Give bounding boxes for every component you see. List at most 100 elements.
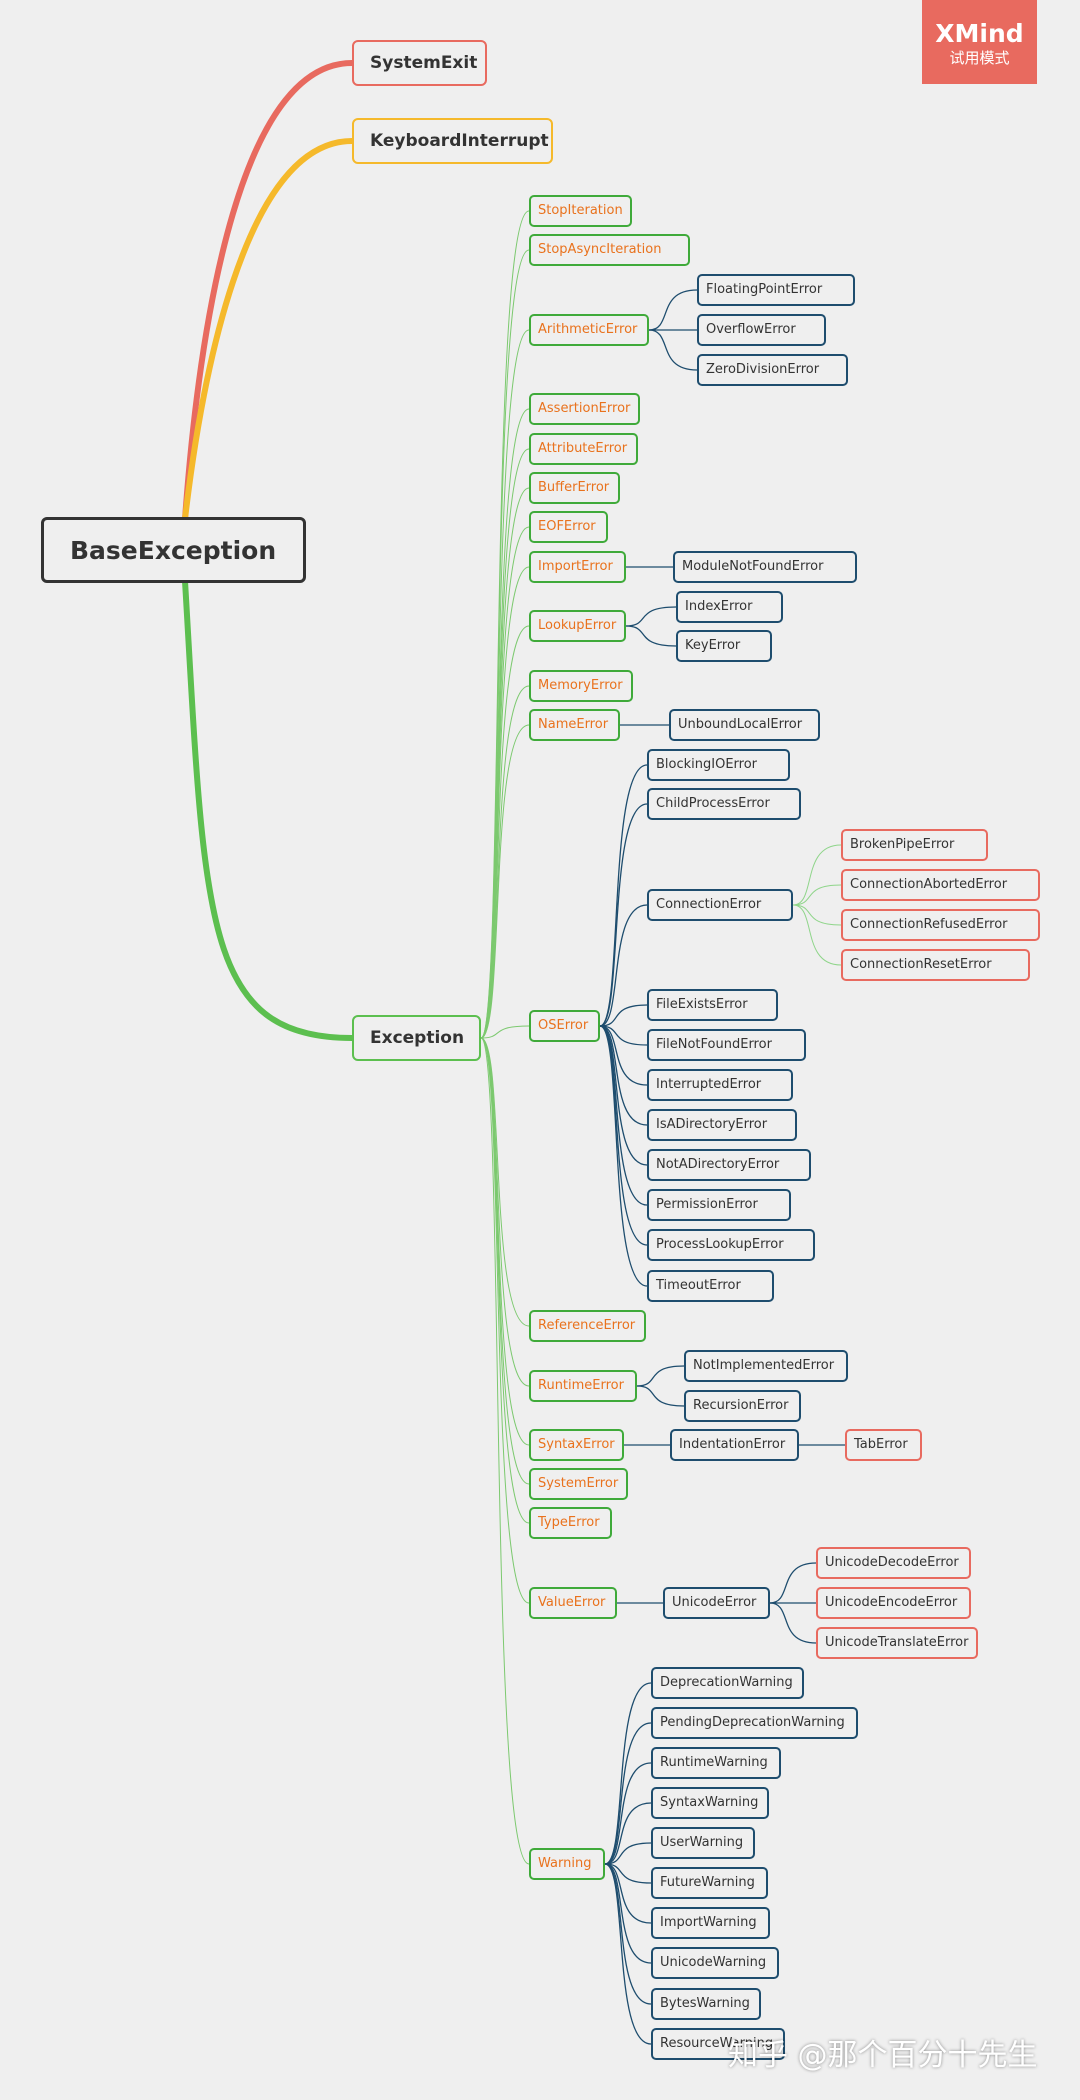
node-stopiteration[interactable]: StopIteration [529,195,632,227]
node-unicodewarning[interactable]: UnicodeWarning [651,1947,779,1979]
link-root-keyboardinterrupt [182,138,353,520]
link-exception-attributeerror [480,448,530,1039]
node-runtimewarning[interactable]: RuntimeWarning [651,1747,781,1779]
node-runtimeerror[interactable]: RuntimeError [529,1370,637,1402]
link-exception-valueerror [480,1037,530,1604]
node-typeerror[interactable]: TypeError [529,1507,612,1539]
node-deprecationwarning[interactable]: DeprecationWarning [651,1667,804,1699]
node-baseexception[interactable]: BaseException [41,517,306,583]
link-warning-importwarning [604,1863,652,1924]
link-runtimeerror-notimplementederror [636,1365,685,1387]
node-memoryerror[interactable]: MemoryError [529,670,633,702]
node-notimplementederror[interactable]: NotImplementedError [684,1350,848,1382]
node-referenceerror[interactable]: ReferenceError [529,1310,646,1342]
node-importerror[interactable]: ImportError [529,551,626,583]
link-root-exception [182,580,353,1041]
node-systemexit[interactable]: SystemExit [352,40,487,86]
node-unicodeencodeerror[interactable]: UnicodeEncodeError [816,1587,971,1619]
link-exception-typeerror [480,1037,530,1524]
link-connectionerror-connectionabortederror [792,884,842,906]
node-floatingpointerror[interactable]: FloatingPointError [697,274,855,306]
brand-subtitle: 试用模式 [949,49,1010,67]
link-exception-nameerror [480,724,530,1039]
node-keyerror[interactable]: KeyError [676,630,772,662]
xmind-trial-badge: XMind 试用模式 [922,0,1037,84]
link-exception-memoryerror [480,685,530,1039]
node-stopasynciteration[interactable]: StopAsyncIteration [529,234,690,266]
node-valueerror[interactable]: ValueError [529,1587,617,1619]
node-assertionerror[interactable]: AssertionError [529,393,640,425]
node-byteswarning[interactable]: BytesWarning [651,1988,761,2020]
node-connectionabortederror[interactable]: ConnectionAbortedError [841,869,1040,901]
node-connectionrefusederror[interactable]: ConnectionRefusedError [841,909,1040,941]
node-userwarning[interactable]: UserWarning [651,1827,755,1859]
link-oserror-connectionerror [599,904,648,1027]
node-arithmeticerror[interactable]: ArithmeticError [529,314,649,346]
node-indexerror[interactable]: IndexError [676,591,783,623]
link-warning-pendingdeprecationwarning [604,1722,652,1865]
link-oserror-blockingioerror [599,764,648,1027]
node-filenotfounderror[interactable]: FileNotFoundError [647,1029,806,1061]
node-keyboardinterrupt[interactable]: KeyboardInterrupt [352,118,553,164]
link-exception-stopiteration [480,210,530,1039]
node-notadirectoryerror[interactable]: NotADirectoryError [647,1149,811,1181]
node-pendingdeprecationwarning[interactable]: PendingDeprecationWarning [651,1707,858,1739]
node-brokenpipeerror[interactable]: BrokenPipeError [841,829,988,861]
node-permissionerror[interactable]: PermissionError [647,1189,791,1221]
node-lookuperror[interactable]: LookupError [529,610,626,642]
link-connectionerror-brokenpipeerror [792,844,842,906]
node-attributeerror[interactable]: AttributeError [529,433,638,465]
node-nameerror[interactable]: NameError [529,709,620,741]
node-recursionerror[interactable]: RecursionError [684,1390,801,1422]
link-exception-lookuperror [480,625,530,1039]
link-exception-oserror [480,1025,530,1039]
node-interruptederror[interactable]: InterruptedError [647,1069,793,1101]
node-eoferror[interactable]: EOFError [529,511,608,543]
link-unicodeerror-unicodedecodeerror [769,1562,817,1604]
node-importwarning[interactable]: ImportWarning [651,1907,770,1939]
node-connectionreseterror[interactable]: ConnectionResetError [841,949,1030,981]
link-oserror-fileexistserror [599,1004,648,1027]
node-syntaxerror[interactable]: SyntaxError [529,1429,624,1461]
link-oserror-childprocesserror [599,803,648,1027]
node-indentationerror[interactable]: IndentationError [670,1429,799,1461]
link-exception-warning [480,1037,530,1865]
link-warning-runtimewarning [604,1762,652,1865]
node-unicodedecodeerror[interactable]: UnicodeDecodeError [816,1547,971,1579]
node-unboundlocalerror[interactable]: UnboundLocalError [669,709,820,741]
link-oserror-timeouterror [599,1025,648,1287]
link-root-systemexit [182,60,353,520]
node-resourcewarning[interactable]: ResourceWarning [651,2028,785,2060]
node-oserror[interactable]: OSError [529,1010,600,1042]
node-connectionerror[interactable]: ConnectionError [647,889,793,921]
link-warning-futurewarning [604,1863,652,1884]
node-futurewarning[interactable]: FutureWarning [651,1867,768,1899]
node-childprocesserror[interactable]: ChildProcessError [647,788,801,820]
node-fileexistserror[interactable]: FileExistsError [647,989,778,1021]
link-exception-runtimeerror [480,1037,530,1387]
node-unicodetranslateerror[interactable]: UnicodeTranslateError [816,1627,978,1659]
node-processlookuperror[interactable]: ProcessLookupError [647,1229,815,1261]
node-systemerror[interactable]: SystemError [529,1468,628,1500]
node-warning[interactable]: Warning [529,1848,605,1880]
link-connectionerror-connectionreseterror [792,904,842,966]
node-timeouterror[interactable]: TimeoutError [647,1270,774,1302]
node-unicodeerror[interactable]: UnicodeError [663,1587,770,1619]
link-warning-deprecationwarning [604,1682,652,1865]
node-taberror[interactable]: TabError [845,1429,922,1461]
node-exception[interactable]: Exception [352,1015,481,1061]
node-overflowerror[interactable]: OverflowError [697,314,826,346]
node-modulenotfounderror[interactable]: ModuleNotFoundError [673,551,857,583]
node-zerodivisionerror[interactable]: ZeroDivisionError [697,354,848,386]
link-warning-userwarning [604,1842,652,1865]
link-oserror-notadirectoryerror [599,1025,648,1166]
node-isadirectoryerror[interactable]: IsADirectoryError [647,1109,797,1141]
link-exception-importerror [480,566,530,1039]
node-blockingioerror[interactable]: BlockingIOError [647,749,790,781]
link-exception-referenceerror [480,1037,530,1327]
link-runtimeerror-recursionerror [636,1385,685,1407]
link-connectionerror-connectionrefusederror [792,904,842,926]
node-buffererror[interactable]: BufferError [529,472,620,504]
link-oserror-permissionerror [599,1025,648,1206]
node-syntaxwarning[interactable]: SyntaxWarning [651,1787,769,1819]
